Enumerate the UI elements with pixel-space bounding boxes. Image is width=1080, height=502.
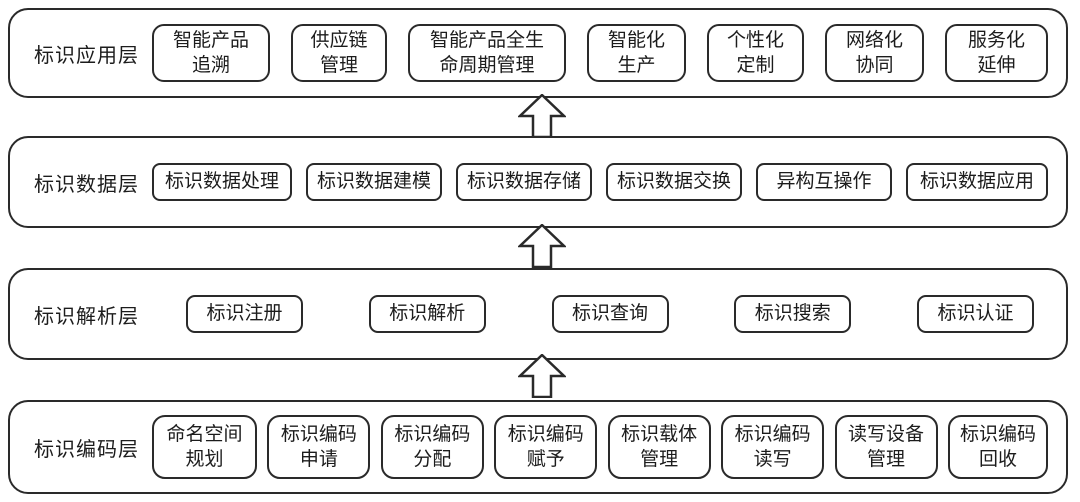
box-id-query: 标识查询: [551, 295, 669, 333]
box-personalized-customization: 个性化 定制: [707, 24, 804, 82]
layer-data-boxes: 标识数据处理 标识数据建模 标识数据存储 标识数据交换 异构互操作 标识数据应用: [152, 163, 1048, 201]
layer-application: 标识应用层 智能产品 追溯 供应链 管理 智能产品全生 命周期管理 智能化 生产…: [8, 8, 1068, 98]
layer-encoding-label: 标识编码层: [34, 438, 139, 461]
box-id-resolution: 标识解析: [368, 295, 486, 333]
box-data-modeling: 标识数据建模: [306, 163, 442, 201]
box-intelligent-production: 智能化 生产: [587, 24, 686, 82]
box-networked-collaboration: 网络化 协同: [825, 24, 924, 82]
up-arrow-icon: [518, 354, 566, 398]
layer-data: 标识数据层 标识数据处理 标识数据建模 标识数据存储 标识数据交换 异构互操作 …: [8, 136, 1068, 228]
up-arrow-icon: [518, 224, 566, 268]
box-data-storage: 标识数据存储: [456, 163, 592, 201]
box-heterogeneous-interoperability: 异构互操作: [756, 163, 892, 201]
layer-data-label: 标识数据层: [34, 173, 139, 196]
layer-application-label: 标识应用层: [34, 44, 139, 67]
box-code-assignment: 标识编码 赋予: [494, 415, 598, 479]
layer-resolution-boxes: 标识注册 标识解析 标识查询 标识搜索 标识认证: [152, 295, 1048, 333]
box-namespace-planning: 命名空间 规划: [152, 415, 257, 479]
box-data-application: 标识数据应用: [906, 163, 1048, 201]
box-product-lifecycle-management: 智能产品全生 命周期管理: [408, 24, 566, 82]
box-supply-chain-management: 供应链 管理: [291, 24, 387, 82]
box-code-recycling: 标识编码 回收: [947, 415, 1048, 479]
layer-resolution: 标识解析层 标识注册 标识解析 标识查询 标识搜索 标识认证: [8, 268, 1068, 360]
box-carrier-management: 标识载体 管理: [607, 415, 711, 479]
box-code-allocation: 标识编码 分配: [380, 415, 484, 479]
box-reader-device-management: 读写设备 管理: [834, 415, 938, 479]
box-id-authentication: 标识认证: [917, 295, 1034, 333]
layer-encoding: 标识编码层 命名空间 规划 标识编码 申请 标识编码 分配 标识编码 赋予 标识…: [8, 400, 1068, 494]
box-smart-product-tracing: 智能产品 追溯: [152, 24, 270, 82]
box-code-read-write: 标识编码 读写: [721, 415, 825, 479]
layer-encoding-boxes: 命名空间 规划 标识编码 申请 标识编码 分配 标识编码 赋予 标识载体 管理 …: [152, 415, 1048, 479]
box-code-application: 标识编码 申请: [267, 415, 371, 479]
box-data-processing: 标识数据处理: [152, 163, 292, 201]
box-service-extension: 服务化 延伸: [945, 24, 1048, 82]
up-arrow-icon: [518, 94, 566, 138]
layer-application-boxes: 智能产品 追溯 供应链 管理 智能产品全生 命周期管理 智能化 生产 个性化 定…: [152, 24, 1048, 82]
box-id-registration: 标识注册: [186, 295, 303, 333]
layer-resolution-label: 标识解析层: [34, 305, 139, 328]
box-data-exchange: 标识数据交换: [606, 163, 742, 201]
box-id-search: 标识搜索: [734, 295, 852, 333]
